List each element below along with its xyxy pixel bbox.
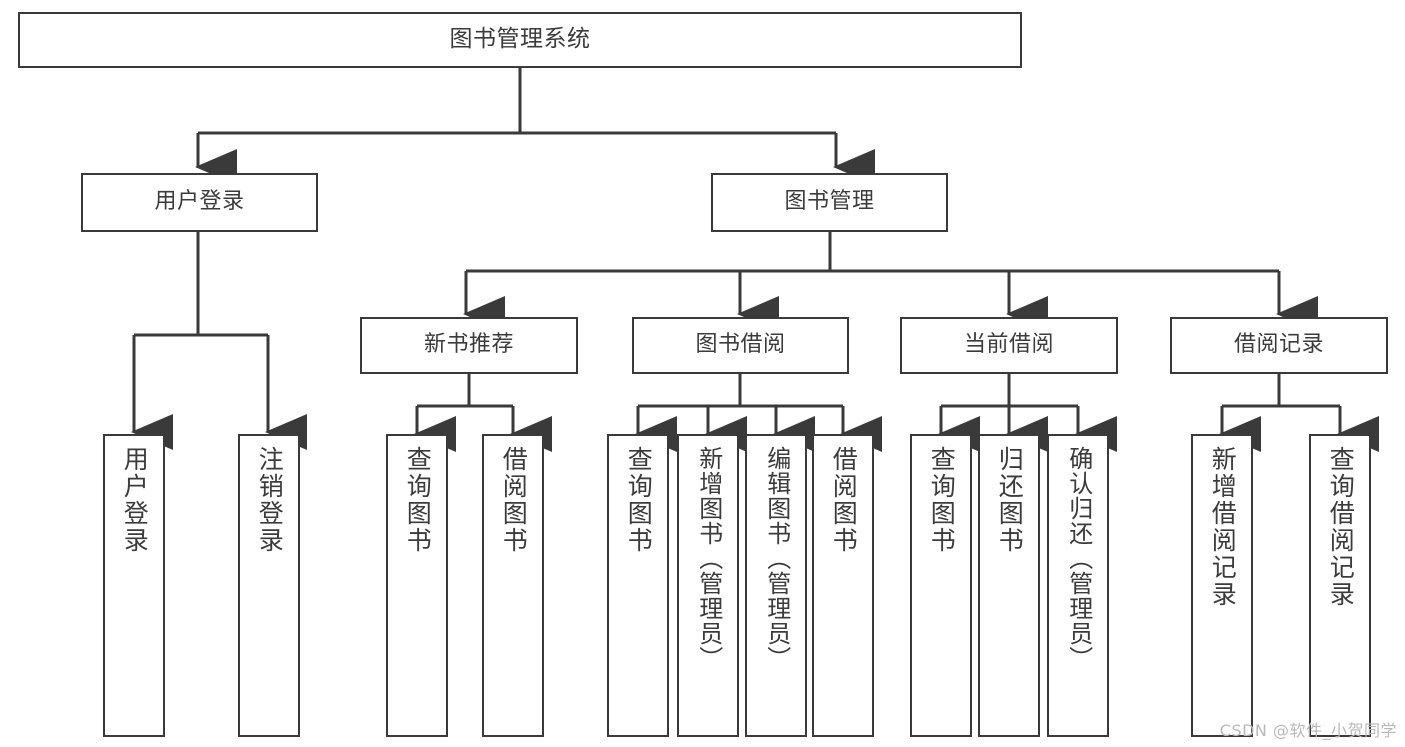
leaf-return-books[interactable]: 归还图书	[978, 434, 1040, 737]
node-label: 归还图书	[995, 446, 1025, 554]
node-label: 图书管理	[784, 189, 875, 215]
node-label: 新增借阅记录	[1208, 446, 1238, 608]
node-label: 图书借阅	[695, 332, 786, 358]
csdn-watermark: CSDN @软件_小贺同学	[1219, 721, 1397, 740]
node-label: 借阅图书	[829, 446, 859, 554]
node-label: 借阅记录	[1233, 332, 1324, 358]
node-label: 借阅图书	[499, 446, 529, 554]
leaf-query-books-recommendation[interactable]: 查询图书	[386, 434, 448, 737]
leaf-query-borrow-record[interactable]: 查询借阅记录	[1309, 434, 1371, 737]
node-borrowing-records[interactable]: 借阅记录	[1170, 317, 1388, 374]
node-label: 新书推荐	[423, 332, 514, 358]
node-label: 查询图书	[624, 446, 654, 554]
node-label: 用户登录	[120, 446, 150, 554]
leaf-logout[interactable]: 注销登录	[238, 434, 300, 737]
node-label: 用户登录	[154, 189, 245, 215]
leaf-query-books-current[interactable]: 查询图书	[910, 434, 972, 737]
node-label: 图书管理系统	[449, 26, 591, 53]
leaf-query-books-borrow[interactable]: 查询图书	[607, 434, 669, 737]
node-label: 新增图书（管理员）	[694, 446, 723, 671]
node-current-borrowing[interactable]: 当前借阅	[900, 317, 1118, 374]
node-new-book-recommendation[interactable]: 新书推荐	[360, 317, 578, 374]
leaf-borrow-books-recommendation[interactable]: 借阅图书	[482, 434, 544, 737]
leaf-confirm-return-admin[interactable]: 确认归还（管理员）	[1047, 434, 1109, 737]
leaf-edit-book-admin[interactable]: 编辑图书（管理员）	[745, 434, 807, 737]
leaf-add-borrow-record[interactable]: 新增借阅记录	[1191, 434, 1253, 737]
node-book-management[interactable]: 图书管理	[711, 173, 948, 232]
leaf-borrow-books[interactable]: 借阅图书	[812, 434, 874, 737]
node-label: 确认归还（管理员）	[1064, 446, 1093, 671]
leaf-user-login[interactable]: 用户登录	[103, 434, 165, 737]
node-label: 查询图书	[927, 446, 957, 554]
node-label: 注销登录	[255, 446, 285, 554]
node-label: 编辑图书（管理员）	[762, 446, 791, 671]
leaf-add-book-admin[interactable]: 新增图书（管理员）	[677, 434, 739, 737]
node-label: 查询借阅记录	[1326, 446, 1356, 608]
node-book-borrowing[interactable]: 图书借阅	[632, 317, 849, 374]
node-label: 查询图书	[403, 446, 433, 554]
node-label: 当前借阅	[963, 332, 1054, 358]
node-root-library-management-system[interactable]: 图书管理系统	[18, 12, 1022, 68]
node-user-login[interactable]: 用户登录	[81, 173, 318, 232]
